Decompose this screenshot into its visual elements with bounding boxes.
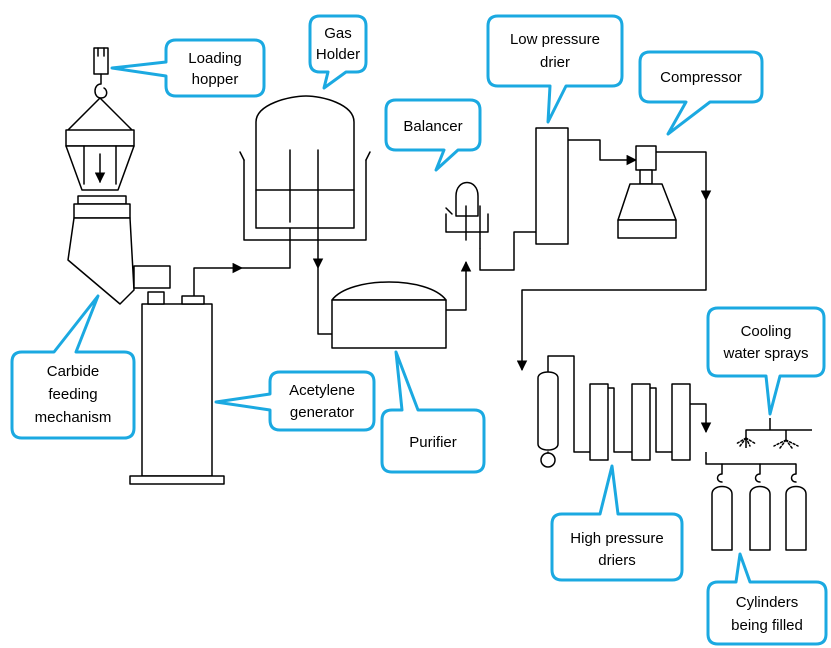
label-loading-hopper-line2: hopper: [192, 71, 239, 88]
label-carbide-feeding-mechanism-line3: mechanism: [35, 409, 112, 426]
label-high-pressure-driers-line1: High pressure: [570, 530, 663, 547]
pipe-hp-chain: [547, 355, 706, 453]
pipework: [193, 139, 812, 465]
loading-hopper: [65, 97, 135, 191]
acetylene-generator: [129, 291, 225, 485]
callout-loading-hopper: Loading hopper: [110, 38, 266, 98]
callout-acetylene-generator: Acetylene generator: [214, 370, 376, 432]
pipe-purifier-to-balancer: [446, 260, 472, 311]
label-high-pressure-driers-line2: driers: [598, 552, 636, 569]
callout-balancer: Balancer: [384, 98, 482, 172]
carbide-feeding-mechanism: [67, 195, 171, 305]
crane-hook: [93, 47, 109, 99]
compressor: [617, 145, 677, 239]
label-cooling-water-sprays-line1: Cooling: [741, 323, 792, 340]
pipe-gasholder-outlet: [242, 222, 291, 269]
callout-carbide-feeding-mechanism: Carbide feeding mechanism: [10, 294, 136, 440]
pipe-cylinder-manifold: [705, 452, 796, 465]
label-balancer: Balancer: [403, 118, 462, 135]
label-acetylene-generator-line1: Acetylene: [289, 382, 355, 399]
pipe-generator-to-gasholder: [193, 262, 244, 300]
label-cooling-water-sprays-line2: water sprays: [722, 345, 808, 362]
callout-cylinders-being-filled: Cylinders being filled: [706, 552, 828, 646]
low-pressure-drier: [535, 127, 569, 245]
label-low-pressure-drier-line1: Low pressure: [510, 31, 600, 48]
callout-cooling-water-sprays: Cooling water sprays: [706, 306, 826, 416]
callout-high-pressure-driers: High pressure driers: [550, 464, 684, 582]
pipe-balancer-to-drier: [479, 231, 536, 271]
label-carbide-feeding-mechanism-line2: feeding: [48, 386, 97, 403]
label-compressor: Compressor: [660, 69, 742, 86]
label-gas-holder-line1: Gas: [324, 25, 352, 42]
purifier: [331, 281, 447, 349]
pipe-cooling-water-header: [745, 418, 812, 448]
pipe-purifier-inlet: [317, 268, 332, 335]
label-gas-holder-line2: Holder: [316, 46, 360, 63]
pipe-compressor-downline: [516, 200, 707, 372]
pipe-drier-to-compressor: [568, 139, 638, 166]
label-purifier: Purifier: [409, 434, 457, 451]
label-acetylene-generator-line2: generator: [290, 404, 354, 421]
label-cylinders-being-filled-line1: Cylinders: [736, 594, 799, 611]
label-low-pressure-drier-line2: drier: [540, 54, 570, 71]
high-pressure-driers: [537, 371, 691, 468]
callout-compressor: Compressor: [638, 50, 764, 136]
cooling-water-sprays: [735, 437, 799, 449]
balancer: [445, 181, 489, 249]
callout-low-pressure-drier: Low pressure drier: [486, 14, 624, 124]
callout-purifier: Purifier: [380, 350, 486, 474]
gas-holder: [239, 95, 371, 241]
pipe-compressor-outlet: [656, 151, 712, 202]
cylinders: [711, 463, 807, 551]
label-loading-hopper-line1: Loading: [188, 50, 241, 67]
label-carbide-feeding-mechanism-line1: Carbide: [47, 363, 100, 380]
callout-gas-holder: Gas Holder: [308, 14, 368, 90]
label-cylinders-being-filled-line2: being filled: [731, 617, 803, 634]
